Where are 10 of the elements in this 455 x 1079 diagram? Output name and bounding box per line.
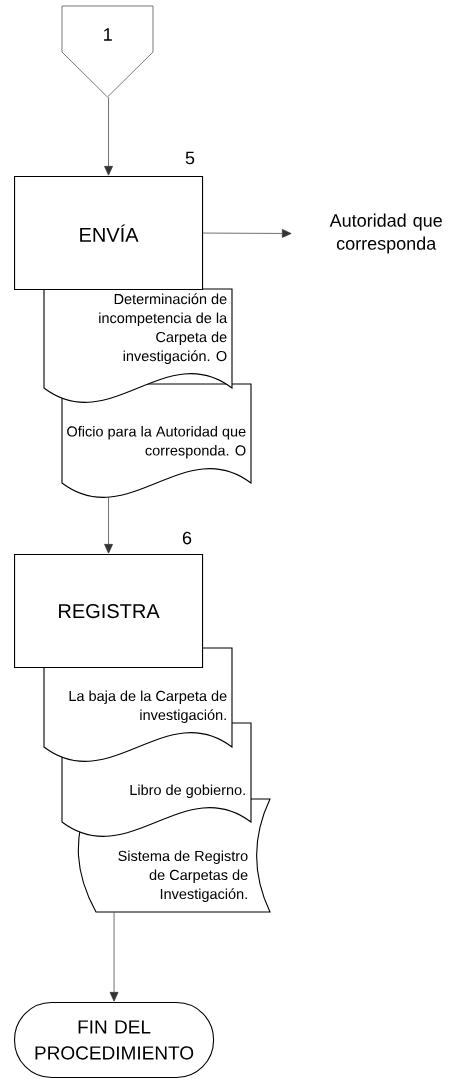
arrow <box>109 912 119 1002</box>
process-box: REGISTRA <box>14 554 204 669</box>
offpage-connector: 1 <box>61 5 154 98</box>
arrow <box>104 97 113 176</box>
process-box: ENVÍA <box>14 176 204 291</box>
step-number: 5 <box>185 151 195 165</box>
arrow <box>202 229 292 238</box>
arrow <box>104 497 113 554</box>
destination-text: Autoridad que corresponda <box>329 213 442 254</box>
step-number: 6 <box>182 531 192 545</box>
